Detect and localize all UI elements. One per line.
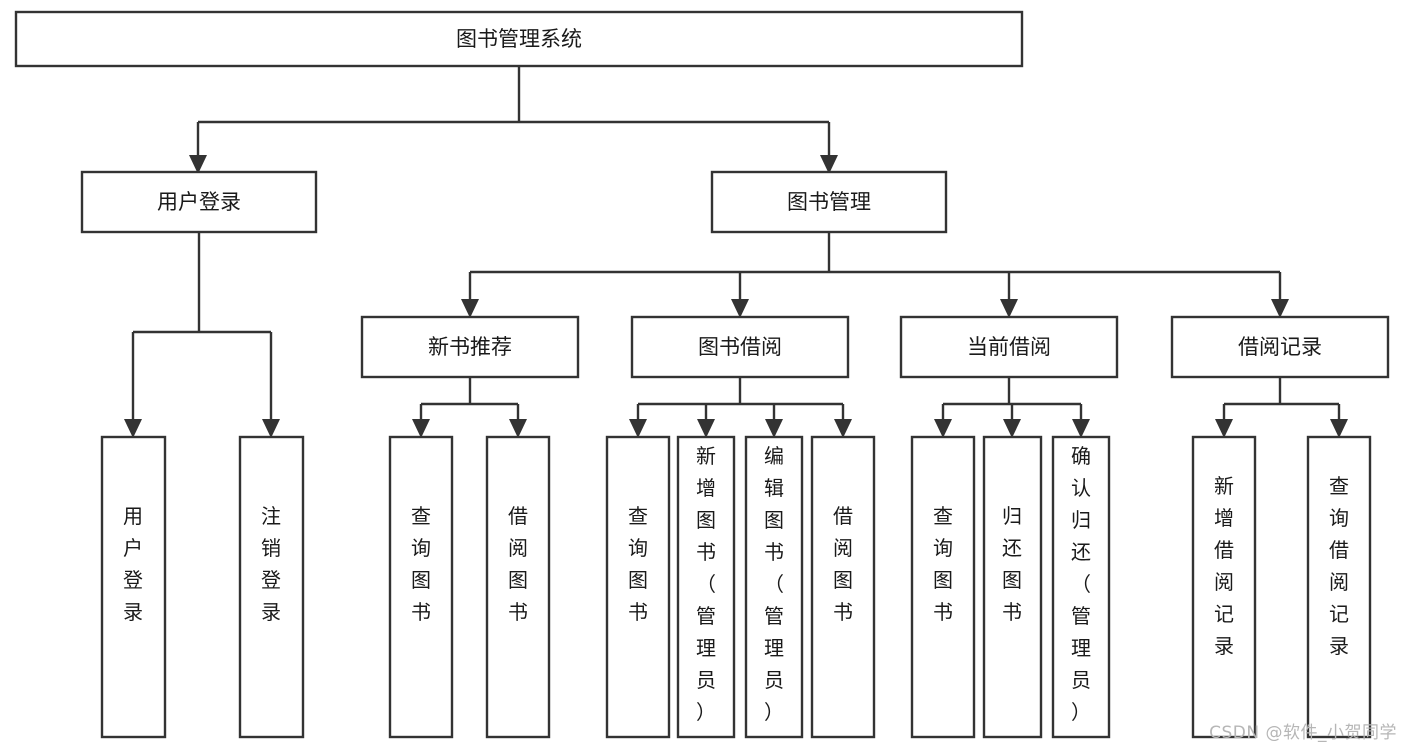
node-leaf-confirm-return-label: 确认归还（管理员） <box>1071 444 1091 724</box>
node-leaf-query-book-3-box[interactable] <box>910 435 976 739</box>
node-current-borrow-box[interactable] <box>899 315 1119 379</box>
node-borrow-record-label: 借阅记录 <box>1238 335 1322 359</box>
node-leaf-borrow-book-2[interactable]: 借阅图书 <box>810 435 876 739</box>
node-leaf-query-book-1-box[interactable] <box>388 435 454 739</box>
node-leaf-query-book-2[interactable]: 查询图书 <box>605 435 671 739</box>
node-borrow-record[interactable]: 借阅记录 <box>1170 315 1390 379</box>
arrow-user-login <box>189 155 207 174</box>
node-leaf-add-book-box[interactable] <box>676 435 736 739</box>
node-current-borrow-label: 当前借阅 <box>967 335 1051 359</box>
arrow-leaf-query-book-2 <box>629 419 647 438</box>
arrow-leaf-add-book <box>697 419 715 438</box>
arrow-book-manage <box>820 155 838 174</box>
node-leaf-edit-book-box[interactable] <box>744 435 804 739</box>
node-borrow-record-box[interactable] <box>1170 315 1390 379</box>
node-book-manage-label: 图书管理 <box>787 190 871 214</box>
node-book-borrow-label: 图书借阅 <box>698 335 782 359</box>
node-leaf-query-book-3[interactable]: 查询图书 <box>910 435 976 739</box>
node-leaf-return-book-label: 归还图书 <box>1002 504 1022 624</box>
node-book-manage[interactable]: 图书管理 <box>710 170 948 234</box>
node-leaf-query-book-1-label: 查询图书 <box>411 504 431 624</box>
arrow-new-book-recommend <box>461 299 479 318</box>
node-leaf-query-book-2-box[interactable] <box>605 435 671 739</box>
node-current-borrow[interactable]: 当前借阅 <box>899 315 1119 379</box>
arrow-leaf-borrow-book-2 <box>834 419 852 438</box>
arrow-leaf-user-login <box>124 419 142 438</box>
node-new-book-recommend-box[interactable] <box>360 315 580 379</box>
node-book-borrow-box[interactable] <box>630 315 850 379</box>
node-new-book-recommend-label: 新书推荐 <box>428 335 512 359</box>
node-leaf-borrow-book-1[interactable]: 借阅图书 <box>485 435 551 739</box>
csdn-watermark: CSDN @软件_小贺同学 <box>1209 723 1397 743</box>
node-leaf-add-book[interactable]: 新增图书（管理员） <box>676 435 736 739</box>
arrow-borrow-record <box>1271 299 1289 318</box>
node-book-borrow[interactable]: 图书借阅 <box>630 315 850 379</box>
arrow-leaf-confirm-return <box>1072 419 1090 438</box>
node-leaf-add-book-label: 新增图书（管理员） <box>696 444 716 724</box>
node-leaf-borrow-book-2-label: 借阅图书 <box>833 504 853 624</box>
node-leaf-user-logout[interactable]: 注销登录 <box>238 435 305 739</box>
arrow-leaf-user-logout <box>262 419 280 438</box>
node-leaf-return-book-box[interactable] <box>982 435 1043 739</box>
node-root-label: 图书管理系统 <box>456 27 582 51</box>
node-leaf-confirm-return[interactable]: 确认归还（管理员） <box>1051 435 1111 739</box>
node-leaf-query-record-label: 查询借阅记录 <box>1329 474 1349 658</box>
node-book-manage-box[interactable] <box>710 170 948 234</box>
node-leaf-borrow-book-1-label: 借阅图书 <box>508 504 528 624</box>
node-user-login-box[interactable] <box>80 170 318 234</box>
node-leaf-confirm-return-box[interactable] <box>1051 435 1111 739</box>
arrow-leaf-query-book-1 <box>412 419 430 438</box>
arrow-leaf-return-book <box>1003 419 1021 438</box>
node-leaf-add-record[interactable]: 新增借阅记录 <box>1191 435 1257 739</box>
node-leaf-user-login[interactable]: 用户登录 <box>100 435 167 739</box>
arrow-leaf-query-book-3 <box>934 419 952 438</box>
node-leaf-edit-book[interactable]: 编辑图书（管理员） <box>744 435 804 739</box>
node-leaf-query-record-box[interactable] <box>1306 435 1372 739</box>
arrow-leaf-add-record <box>1215 419 1233 438</box>
arrow-leaf-borrow-book-1 <box>509 419 527 438</box>
edge-group <box>124 66 1348 438</box>
node-leaf-borrow-book-2-box[interactable] <box>810 435 876 739</box>
node-user-login[interactable]: 用户登录 <box>80 170 318 234</box>
node-root[interactable]: 图书管理系统 <box>14 10 1024 68</box>
node-root-box[interactable] <box>14 10 1024 68</box>
node-leaf-user-logout-label: 注销登录 <box>261 504 281 624</box>
node-leaf-add-record-label: 新增借阅记录 <box>1214 474 1234 658</box>
node-leaf-add-record-box[interactable] <box>1191 435 1257 739</box>
node-leaf-query-book-3-label: 查询图书 <box>933 504 953 624</box>
node-new-book-recommend[interactable]: 新书推荐 <box>360 315 580 379</box>
arrow-leaf-edit-book <box>765 419 783 438</box>
node-leaf-query-book-1[interactable]: 查询图书 <box>388 435 454 739</box>
node-user-login-label: 用户登录 <box>157 190 241 214</box>
arrow-book-borrow <box>731 299 749 318</box>
arrow-leaf-query-record <box>1330 419 1348 438</box>
node-leaf-query-book-2-label: 查询图书 <box>628 504 648 624</box>
node-leaf-return-book[interactable]: 归还图书 <box>982 435 1043 739</box>
node-leaf-borrow-book-1-box[interactable] <box>485 435 551 739</box>
node-leaf-edit-book-label: 编辑图书（管理员） <box>764 444 784 724</box>
node-leaf-user-login-label: 用户登录 <box>123 504 143 624</box>
node-leaf-user-logout-box[interactable] <box>238 435 305 739</box>
node-leaf-user-login-box[interactable] <box>100 435 167 739</box>
node-leaf-query-record[interactable]: 查询借阅记录 <box>1306 435 1372 739</box>
arrow-current-borrow <box>1000 299 1018 318</box>
